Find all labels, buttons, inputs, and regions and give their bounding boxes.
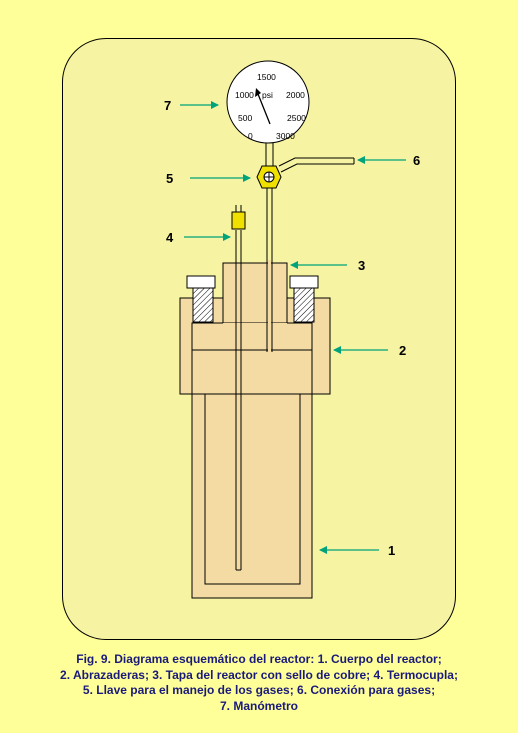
- reactor-lid: [191, 262, 313, 351]
- gauge-needle: [257, 93, 271, 125]
- gauge-tick-3000: 3000: [276, 131, 295, 141]
- caption-line-3: 5. Llave para el manejo de los gases; 6.…: [82, 683, 436, 697]
- label-6: 6: [413, 153, 420, 168]
- gauge-tick-2500: 2500: [287, 113, 306, 123]
- gauge-unit: psi: [262, 90, 273, 100]
- label-7: 7: [164, 98, 171, 113]
- callout-arrows: [180, 101, 406, 554]
- gauge-tick-500: 500: [238, 113, 252, 123]
- gauge-tick-1500: 1500: [257, 72, 276, 82]
- thermocouple: [231, 205, 246, 571]
- gauge-tick-1000: 1000: [235, 90, 254, 100]
- manometer: psi 0 500 1000 1500 2000 2500 3000: [226, 60, 310, 144]
- gas-tube: [266, 188, 273, 352]
- caption-line-2: 2. Abrazaderas; 3. Tapa del reactor con …: [60, 667, 458, 682]
- caption-line-4: 7. Manómetro: [219, 698, 298, 713]
- label-4: 4: [166, 230, 174, 245]
- gauge-tick-2000: 2000: [286, 90, 305, 100]
- gauge-needle-tip: [255, 88, 261, 97]
- gas-valve: [256, 165, 282, 189]
- label-5: 5: [166, 171, 173, 186]
- gauge-stem: [265, 140, 274, 166]
- caption-line-1: Fig. 9. Diagrama esquemático del reactor…: [76, 652, 442, 666]
- label-3: 3: [358, 258, 365, 273]
- right-bolt: [289, 275, 319, 323]
- label-1: 1: [388, 543, 395, 558]
- gauge-tick-0: 0: [248, 131, 253, 141]
- label-2: 2: [399, 343, 406, 358]
- figure-caption: Fig. 9. Diagrama esquemático del reactor…: [0, 652, 518, 714]
- gas-connection: [278, 157, 355, 173]
- left-bolt: [186, 275, 216, 323]
